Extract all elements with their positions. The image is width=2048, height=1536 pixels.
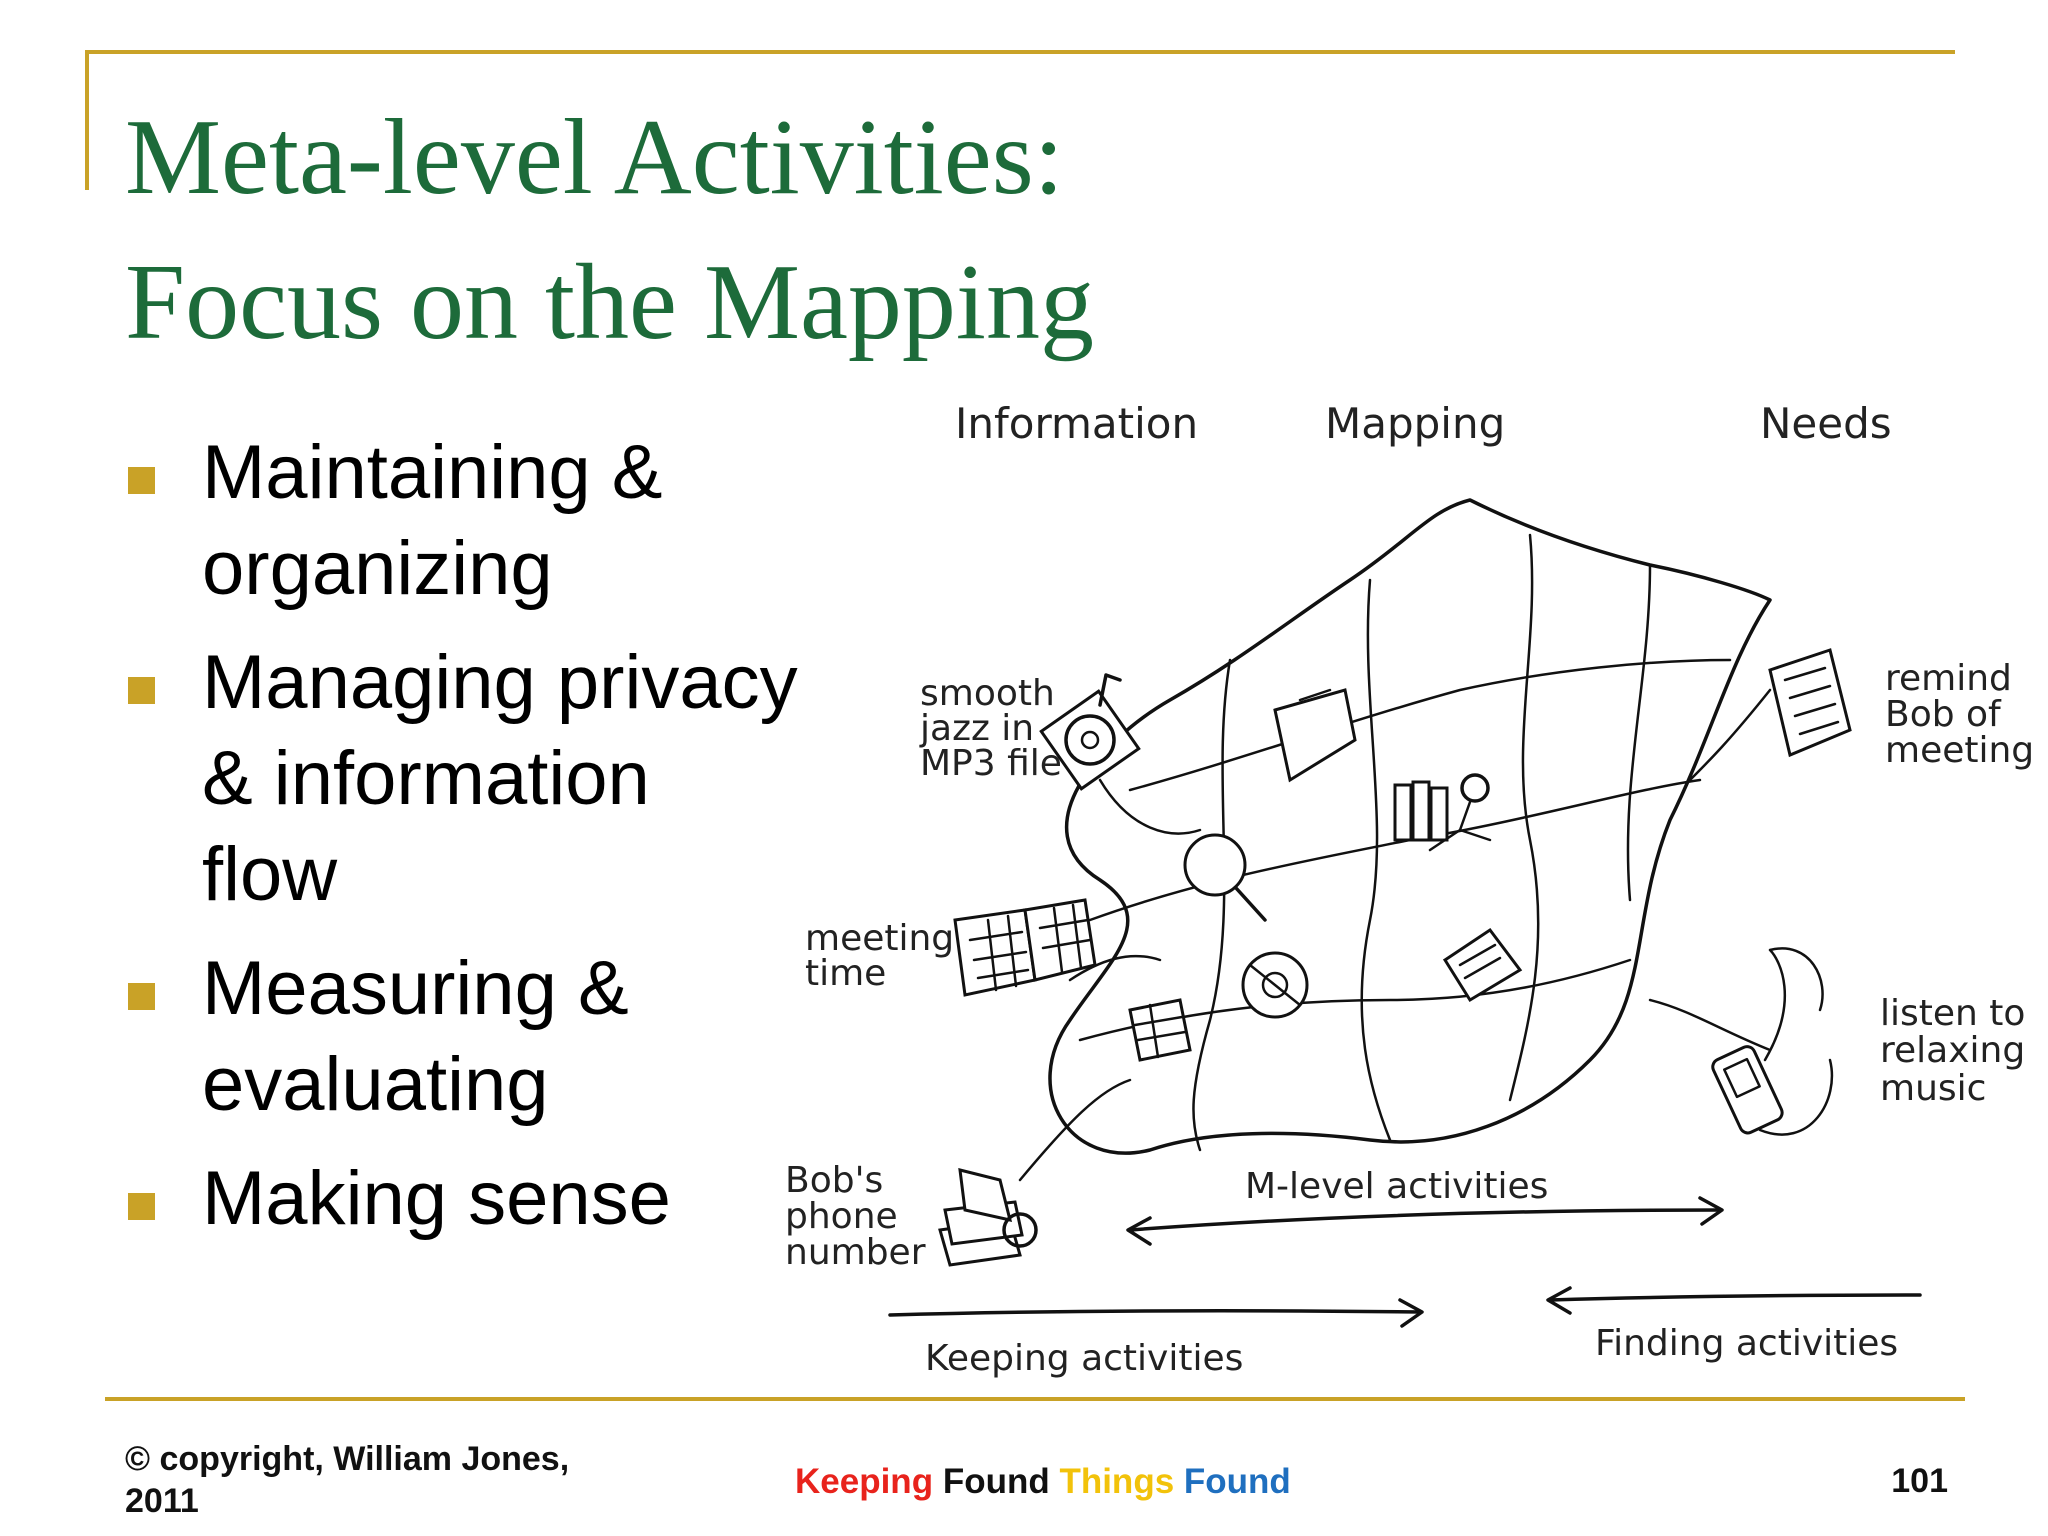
- bullet-item: Maintaining & organizing: [125, 425, 805, 617]
- envelope-icon: [1442, 927, 1523, 1003]
- note-page-icon: [1768, 648, 1852, 758]
- center-cd-icon: [1241, 951, 1309, 1019]
- label-smooth-2: jazz in: [919, 708, 1034, 749]
- folder-icon: [1273, 688, 1357, 783]
- label-listen-3: music: [1880, 1068, 1986, 1109]
- square-bullet-icon: [128, 677, 155, 704]
- square-bullet-icon: [128, 467, 155, 494]
- connector-line: [1018, 1078, 1132, 1182]
- brand-things: Things: [1059, 1462, 1175, 1501]
- left-rule: [85, 50, 89, 190]
- bullet-text: Managing privacy & information flow: [202, 640, 798, 917]
- bullet-item: Managing privacy & information flow: [125, 635, 805, 923]
- m-level-arrow: [1126, 1196, 1724, 1246]
- connector-line: [1688, 688, 1772, 782]
- label-finding: Finding activities: [1595, 1323, 1898, 1364]
- connector-line: [1098, 778, 1202, 835]
- bullet-item: Measuring & evaluating: [125, 941, 805, 1133]
- square-bullet-icon: [128, 1193, 155, 1220]
- label-remind-1: remind: [1885, 658, 2012, 699]
- brand-keeping: Keeping: [795, 1462, 934, 1501]
- bullet-text: Making sense: [202, 1156, 671, 1241]
- mapping-grid-line: [1192, 658, 1232, 1152]
- keeping-arrow: [888, 1298, 1424, 1328]
- title-line-2: Focus on the Mapping: [125, 243, 1094, 362]
- slide-title: Meta-level Activities: Focus on the Mapp…: [125, 85, 1094, 375]
- footer-brand: Keeping Found Things Found: [795, 1462, 1291, 1502]
- connector-line: [1068, 954, 1162, 982]
- mapping-sketch: Information Mapping Needs smooth jazz in…: [785, 399, 2034, 1379]
- label-bobs-2: phone: [785, 1196, 898, 1237]
- label-bobs-3: number: [785, 1232, 926, 1273]
- label-meeting-1: meeting: [805, 918, 954, 959]
- square-bullet-icon: [128, 983, 155, 1010]
- books-reader-icon: [1393, 773, 1492, 852]
- label-bobs-1: Bob's: [785, 1160, 883, 1201]
- label-meeting-2: time: [805, 953, 886, 994]
- footer-copyright: © copyright, William Jones, 2011: [125, 1440, 570, 1520]
- mp3-player-icon: [1711, 947, 1834, 1136]
- label-needs: Needs: [1760, 399, 1892, 448]
- title-line-1: Meta-level Activities:: [125, 98, 1064, 217]
- bullet-list: Maintaining & organizing Managing privac…: [125, 425, 805, 1265]
- bullet-text: Maintaining & organizing: [202, 430, 663, 611]
- brand-found-1: Found: [942, 1462, 1050, 1501]
- bottom-rule: [105, 1397, 1965, 1401]
- label-listen-1: listen to: [1880, 993, 2025, 1034]
- mapping-illustration: Information Mapping Needs smooth jazz in…: [770, 360, 2040, 1380]
- label-mapping: Mapping: [1325, 399, 1505, 448]
- label-smooth-1: smooth: [920, 673, 1055, 714]
- mapping-grid-line: [1360, 578, 1392, 1142]
- center-calendar-icon: [1128, 998, 1192, 1062]
- label-information: Information: [955, 399, 1198, 448]
- label-smooth-3: MP3 file: [920, 743, 1062, 784]
- mapping-grid-line: [1626, 563, 1652, 902]
- label-listen-2: relaxing: [1880, 1030, 2025, 1071]
- bullet-item: Making sense: [125, 1151, 805, 1247]
- brand-found-2: Found: [1183, 1462, 1291, 1501]
- mapping-grid-line: [1508, 533, 1540, 1102]
- magnifier-icon: [1183, 833, 1267, 922]
- label-keeping: Keeping activities: [925, 1338, 1243, 1379]
- bullet-text: Measuring & evaluating: [202, 946, 629, 1127]
- finding-arrow: [1546, 1286, 1922, 1315]
- paper-stack-icon: [938, 1168, 1038, 1267]
- label-remind-2: Bob of: [1885, 694, 2002, 735]
- top-rule: [85, 50, 1955, 54]
- page-number: 101: [1891, 1462, 1948, 1500]
- mapping-blob: [1048, 498, 1772, 1155]
- music-cd-icon: [1039, 673, 1141, 791]
- calendar-icon: [953, 898, 1097, 997]
- label-m-level: M-level activities: [1245, 1166, 1548, 1207]
- connector-line: [1648, 998, 1772, 1052]
- label-remind-3: meeting: [1885, 730, 2034, 771]
- mapping-grid-line: [1128, 658, 1732, 792]
